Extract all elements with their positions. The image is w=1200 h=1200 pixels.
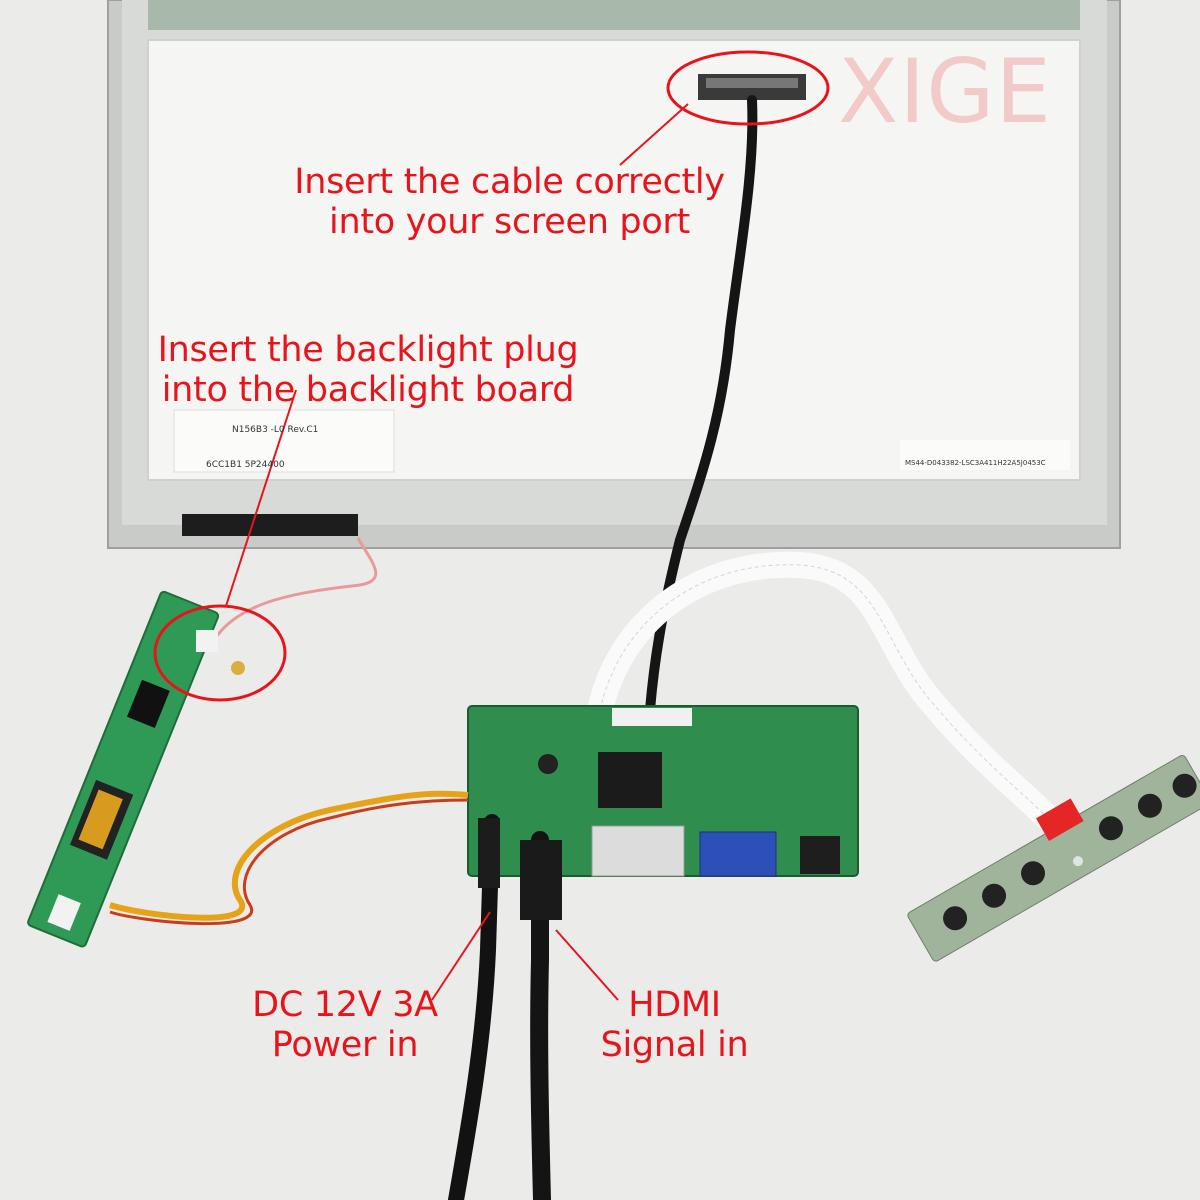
caption-hdmi-line1: HDMI [628,985,721,1025]
lcd-screen-area [147,39,1081,481]
pointer-power [431,911,491,1001]
keypad-button-5[interactable] [1134,789,1167,822]
barcode-sticker [900,440,1070,470]
keypad-button-3[interactable] [1017,857,1050,890]
inverter-board [27,590,220,948]
keypad-button-1[interactable] [939,902,972,935]
power-plug [478,818,500,888]
keypad-ribbon [587,551,1063,833]
keypad-button-6[interactable] [1168,769,1200,802]
lcd-panel [107,0,1121,549]
panel-sticker [173,409,395,473]
driver-board [467,705,859,877]
inverter-mounting-hole [231,661,245,675]
inverter-connector [196,630,218,652]
keypad-connector [1036,798,1084,841]
caption-screen-port: Insert the cable correctly into your scr… [287,162,732,242]
power-cable [448,814,500,1200]
caption-power-line1: DC 12V 3A [252,985,438,1025]
backlight-wires [212,537,378,641]
ribbon-header [612,708,692,726]
hdmi-cable [530,831,551,1200]
watermark-logo: XIGE [838,40,1053,143]
caption-power-line2: Power in [271,1025,419,1065]
capacitor [538,754,558,774]
pointer-hdmi [555,929,619,1001]
keypad-button-2[interactable] [978,879,1011,912]
pointer-backlight [225,389,297,607]
audio-jack [800,836,840,874]
keypad-board [907,754,1200,962]
caption-hdmi: HDMI Signal in [592,985,757,1065]
caption-backlight-line1: Insert the backlight plug [157,330,579,370]
pointer-screen-port [619,103,689,166]
lcd-tape [182,514,358,536]
caption-power: DC 12V 3A Power in [240,985,450,1065]
panel-model-label: N156B3 -L0 Rev.C1 [232,425,319,435]
caption-backlight: Insert the backlight plug into the backl… [148,330,588,410]
dvi-port [591,825,685,877]
keypad-led [1072,856,1083,867]
hdmi-plug [520,840,562,920]
inverter-power-cable [109,790,469,921]
panel-barcode-label: MS44-D043382-LSC3A411H22A5J0453C [905,459,1046,467]
caption-screen-port-line1: Insert the cable correctly [294,162,725,202]
main-chip [598,752,662,808]
caption-backlight-line2: into the backlight board [161,370,575,410]
caption-screen-port-line2: into your screen port [329,202,690,242]
backlight-plug-highlight-ellipse [153,604,287,702]
panel-serial-label: 6CC1B1 5P24400 [206,460,285,470]
caption-hdmi-line2: Signal in [600,1025,749,1065]
vga-port [699,831,777,877]
connector-highlight-ellipse [666,50,830,126]
keypad-button-4[interactable] [1095,812,1128,845]
